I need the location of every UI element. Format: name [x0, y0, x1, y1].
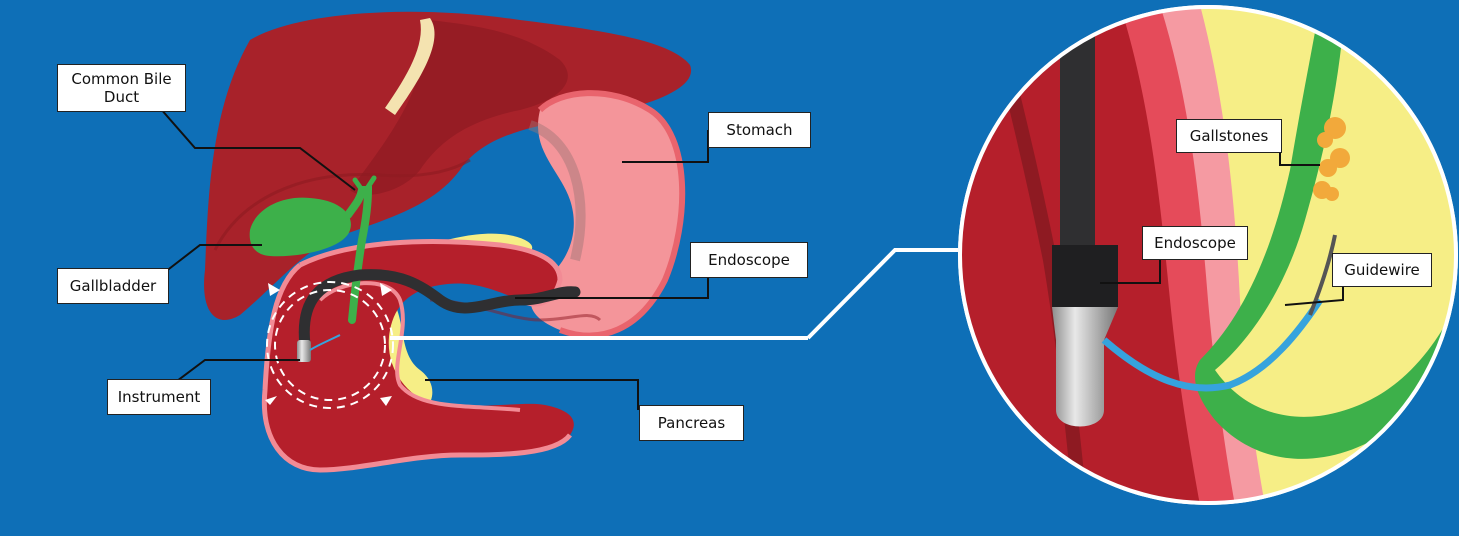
label-gallstones: Gallstones: [1176, 119, 1282, 153]
label-stomach: Stomach: [708, 112, 811, 148]
label-instrument: Instrument: [107, 379, 211, 415]
label-endoscope-zoom: Endoscope: [1142, 226, 1248, 260]
label-endoscope: Endoscope: [690, 242, 808, 278]
label-gallbladder: Gallbladder: [57, 268, 169, 304]
label-common-bile-duct: Common Bile Duct: [57, 64, 186, 112]
right-margin: [1459, 0, 1467, 536]
label-pancreas: Pancreas: [639, 405, 744, 441]
label-guidewire: Guidewire: [1332, 253, 1432, 287]
duodenum: [264, 242, 600, 470]
